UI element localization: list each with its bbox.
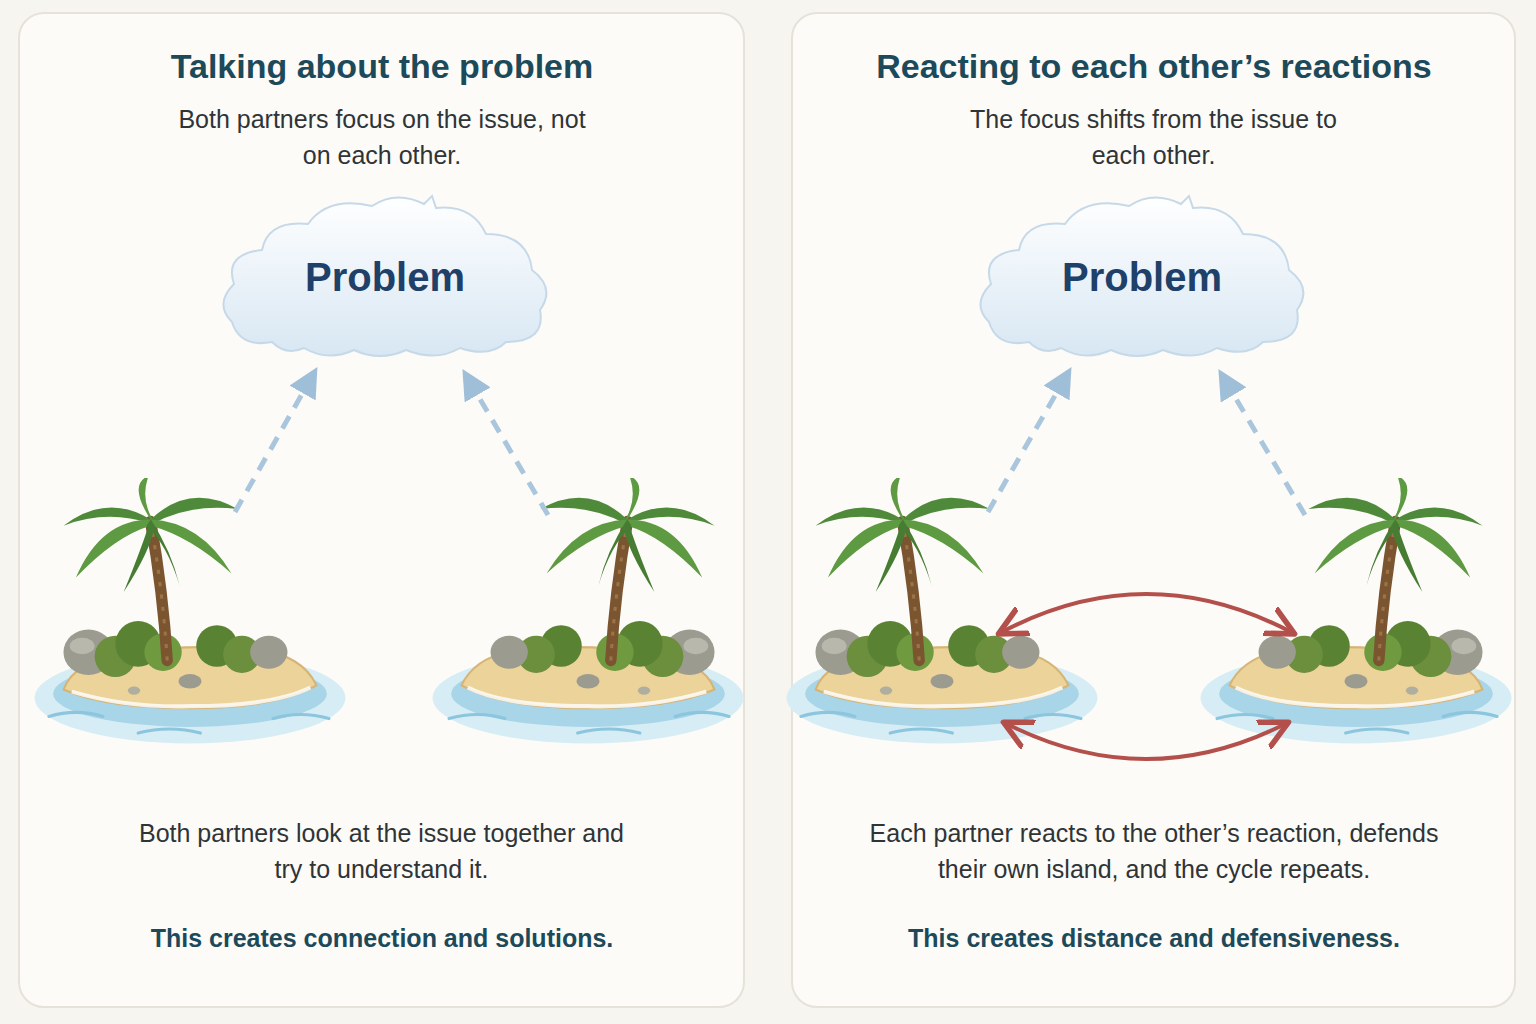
problem-cloud: Problem	[210, 192, 560, 362]
panel-heading: Reacting to each other’s reactions	[804, 46, 1504, 86]
reaction-arrow	[1007, 724, 1285, 759]
panel-card: Talking about the problemBoth partners f…	[18, 12, 745, 1008]
gaze-arrow	[988, 380, 1064, 512]
panel-conclusion: This creates connection and solutions.	[32, 920, 732, 956]
gaze-arrow	[235, 380, 310, 512]
gaze-arrow	[470, 382, 548, 515]
cloud-label: Problem	[305, 255, 465, 300]
panel-heading: Talking about the problem	[32, 46, 732, 86]
island-illustration	[34, 476, 345, 744]
gaze-arrows	[235, 380, 1305, 515]
panel-subtitle: Both partners focus on the issue, not on…	[172, 101, 592, 173]
cloud-outline	[223, 196, 546, 356]
panel-conclusion: This creates distance and defensiveness.	[804, 920, 1504, 956]
panel-description: Each partner reacts to the other’s react…	[854, 815, 1454, 887]
panel-card: Reacting to each other’s reactionsThe fo…	[791, 12, 1516, 1008]
island-illustration	[432, 476, 743, 744]
panel-subtitle: The focus shifts from the issue to each …	[956, 101, 1351, 173]
panel-description: Both partners look at the issue together…	[129, 815, 634, 887]
island-illustration	[1200, 476, 1511, 744]
problem-cloud: Problem	[967, 192, 1317, 362]
reaction-arrow	[1002, 594, 1291, 632]
island-illustration	[786, 476, 1097, 744]
reaction-arrows	[1002, 594, 1291, 759]
gaze-arrow	[1226, 382, 1305, 515]
cloud-label: Problem	[1062, 255, 1222, 300]
cloud-outline	[980, 196, 1303, 356]
